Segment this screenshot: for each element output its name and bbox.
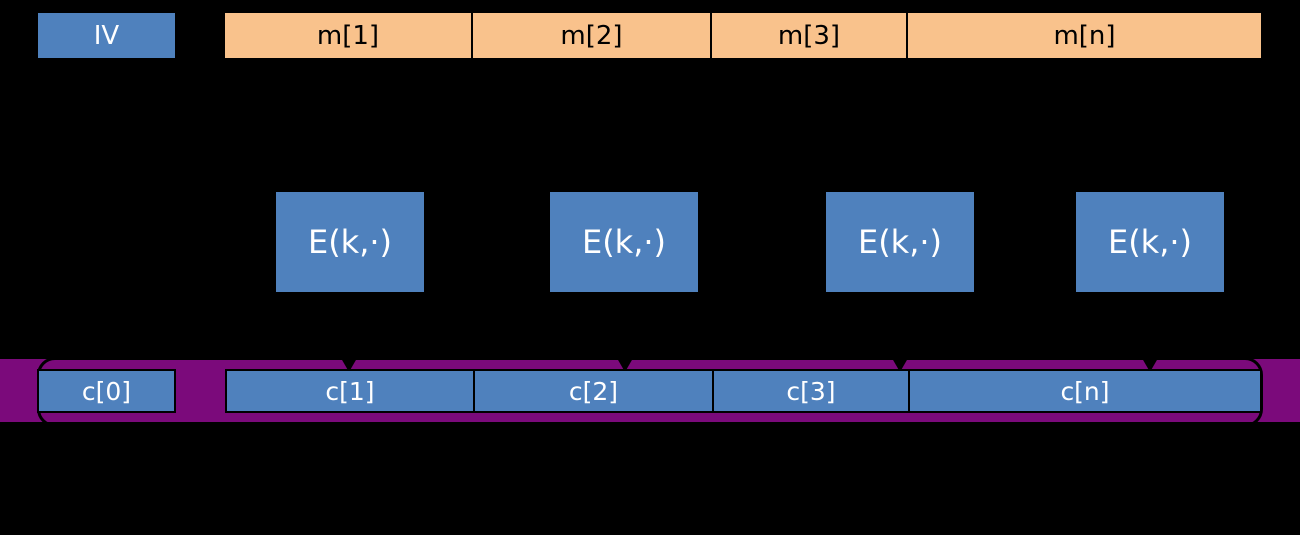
encryption-block-1: E(k,·): [276, 192, 424, 292]
arrow-stem-2: [624, 292, 627, 355]
arrow-stem-1: [348, 292, 351, 355]
encryption-block-3: E(k,·): [826, 192, 974, 292]
ciphertext-block-c3: c[3]: [713, 369, 909, 413]
encryption-block-2: E(k,·): [550, 192, 698, 292]
arrow-stem-3: [899, 292, 902, 355]
plaintext-block-m2: m[2]: [473, 13, 712, 58]
iv-block: IV: [38, 13, 175, 58]
encryption-block-4: E(k,·): [1076, 192, 1224, 292]
arrow-stem-4: [1149, 292, 1152, 355]
plaintext-strip: m[1] m[2] m[3] m[n]: [225, 13, 1261, 58]
ciphertext-block-c2: c[2]: [474, 369, 713, 413]
ciphertext-block-c0: c[0]: [37, 369, 176, 413]
plaintext-block-mn: m[n]: [908, 13, 1261, 58]
ciphertext-block-c1: c[1]: [225, 369, 474, 413]
ciphertext-strip: c[1] c[2] c[3] c[n]: [225, 369, 1262, 413]
ciphertext-block-cn: c[n]: [909, 369, 1262, 413]
plaintext-block-m3: m[3]: [712, 13, 908, 58]
plaintext-block-m1: m[1]: [225, 13, 473, 58]
